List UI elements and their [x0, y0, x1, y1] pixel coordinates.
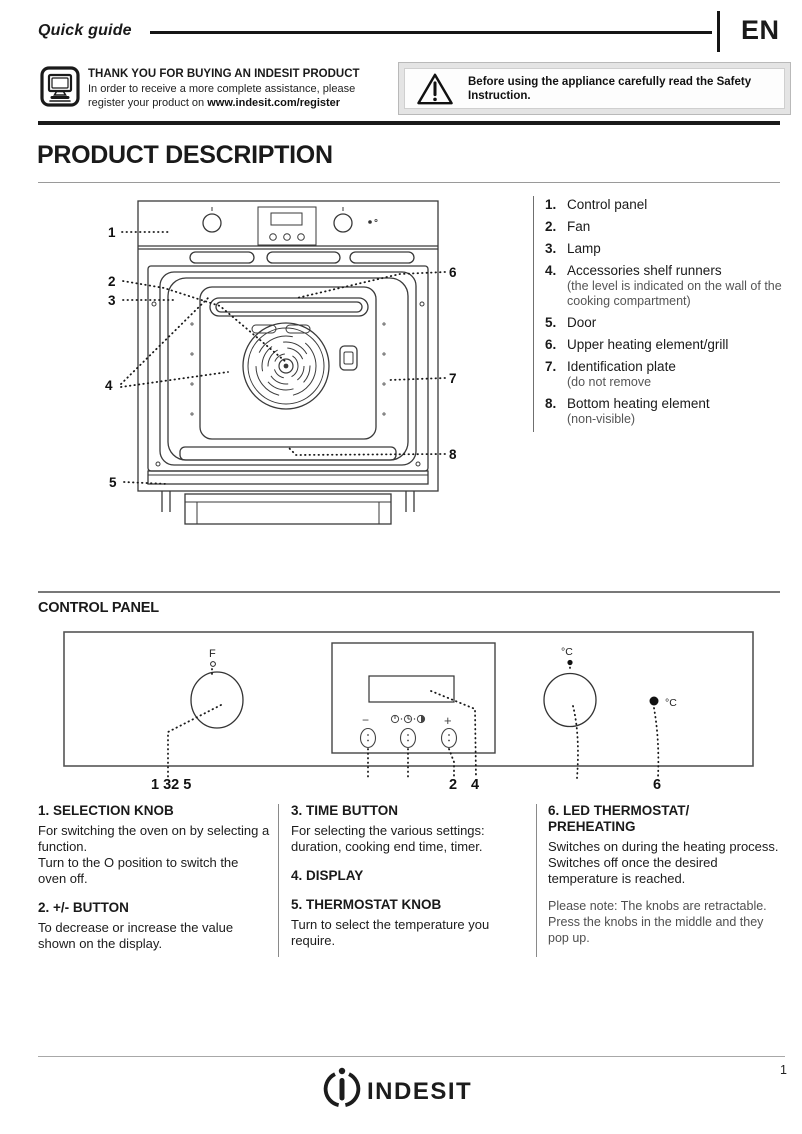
section-rule — [38, 121, 780, 125]
part-number: 5. — [545, 315, 557, 330]
part-item: 6. Upper heating element/grill — [545, 336, 785, 353]
computer-monitor-icon — [40, 66, 80, 107]
selection-knob-heading: 1. SELECTION KNOB — [38, 803, 174, 818]
part-item: 3. Lamp — [545, 240, 785, 257]
plusminus-heading: 2. +/- BUTTON — [38, 900, 129, 915]
warning-line2: Instruction. — [468, 89, 531, 102]
part-number: 3. — [545, 241, 557, 256]
part-number: 6. — [545, 337, 557, 352]
part-label: Accessories shelf runners(the level is i… — [567, 262, 785, 309]
oven-callout-8: 8 — [449, 447, 457, 462]
safety-warning-box: Before using the appliance carefully rea… — [398, 62, 791, 115]
column-time-button: 3. TIME BUTTON For selecting the various… — [291, 803, 527, 949]
control-panel-rule — [38, 591, 780, 593]
part-item: 4. Accessories shelf runners(the level is… — [545, 262, 785, 309]
column-selection-knob: 1. SELECTION KNOB For switching the oven… — [38, 803, 270, 952]
selection-knob-f-label: F — [209, 648, 216, 660]
column-divider-2 — [536, 804, 538, 957]
part-label: Fan — [567, 219, 591, 234]
page-number: 1 — [780, 1063, 787, 1077]
panel-callout-2: 2 — [449, 777, 457, 793]
register-line1: In order to receive a more complete assi… — [88, 83, 356, 95]
language-code: EN — [741, 15, 780, 45]
clock-icons — [390, 714, 426, 724]
warning-triangle-icon — [417, 73, 453, 104]
thermostat-knob-para: Turn to select the temperature you requi… — [291, 917, 490, 948]
part-number: 7. — [545, 359, 557, 374]
thermostat-degrees-label: °C — [561, 646, 573, 658]
knobs-note: Please note: The knobs are retractable. … — [548, 899, 767, 945]
control-panel-diagram: F − + °C °C — [63, 631, 754, 793]
part-number: 4. — [545, 263, 557, 278]
thermostat-knob-heading: 5. THERMOSTAT KNOB — [291, 897, 442, 912]
oven-callout-4: 4 — [105, 378, 113, 393]
led-heading-line1: 6. LED THERMOSTAT/ — [548, 803, 690, 818]
part-number: 2. — [545, 219, 557, 234]
register-line2-prefix: register your product on — [88, 96, 208, 109]
part-label: Upper heating element/grill — [567, 337, 729, 352]
doc-type-title: Quick guide — [38, 22, 132, 39]
part-note: (the level is indicated on the wall of t… — [567, 279, 782, 308]
register-text-block: THANK YOU FOR BUYING AN INDESIT PRODUCT … — [88, 68, 398, 110]
led-para: Switches on during the heating process. … — [548, 839, 779, 886]
oven-callout-5: 5 — [109, 475, 117, 490]
part-number: 8. — [545, 396, 557, 411]
part-label: Door — [567, 315, 597, 330]
display-heading: 4. DISPLAY — [291, 868, 364, 883]
part-item: 8. Bottom heating element(non-visible) — [545, 395, 785, 427]
part-label: Identification plate(do not remove — [567, 359, 676, 389]
part-number: 1. — [545, 197, 557, 212]
column-led-thermostat: 6. LED THERMOSTAT/ PREHEATING Switches o… — [548, 803, 782, 946]
time-button-heading: 3. TIME BUTTON — [291, 803, 399, 818]
part-label: Control panel — [567, 197, 648, 212]
product-description-rule — [38, 182, 780, 184]
led-degrees-label: °C — [665, 697, 677, 709]
part-label: Lamp — [567, 241, 601, 256]
column-divider-1 — [278, 804, 280, 957]
panel-callout-1325: 1 32 5 — [151, 777, 191, 793]
selection-knob-para1: For switching the oven on by selecting a… — [38, 823, 270, 854]
panel-callout-4: 4 — [471, 777, 479, 793]
oven-callout-2: 2 — [108, 274, 116, 289]
led-indicator-dot — [649, 696, 659, 706]
control-panel-title: CONTROL PANEL — [38, 600, 159, 616]
indesit-logo: INDESIT — [323, 1067, 472, 1107]
plus-button-label: + — [444, 713, 452, 728]
selection-knob-para2: Turn to the O position to switch the ove… — [38, 855, 239, 886]
oven-callout-3: 3 — [108, 293, 116, 308]
led-heading-line2: PREHEATING — [548, 819, 636, 834]
part-item: 5. Door — [545, 314, 785, 331]
register-url: www.indesit.com/register — [207, 96, 341, 109]
register-line2: register your product on www.indesit.com… — [88, 97, 398, 111]
footer-rule — [38, 1056, 785, 1058]
indesit-wordmark: INDESIT — [367, 1078, 472, 1105]
part-item: 2. Fan — [545, 218, 785, 235]
oven-callout-1: 1 — [108, 225, 116, 240]
product-description-title: PRODUCT DESCRIPTION — [37, 141, 333, 169]
part-note: (do not remove — [567, 375, 652, 389]
part-item: 7. Identification plate(do not remove — [545, 358, 785, 390]
header-rule — [150, 31, 712, 34]
header-divider — [717, 11, 720, 52]
warning-line1: Before using the appliance carefully rea… — [468, 75, 752, 88]
oven-diagram: 1 2 3 4 5 6 7 8 — [105, 200, 457, 525]
oven-callout-7: 7 — [449, 371, 457, 386]
plusminus-para: To decrease or increase the value shown … — [38, 920, 234, 951]
parts-list: 1. Control panel 2. Fan 3. Lamp 4. Accessories … — [533, 196, 785, 432]
part-label: Bottom heating element(non-visible) — [567, 396, 710, 426]
panel-callout-6: 6 — [653, 777, 661, 793]
minus-button-label: − — [362, 713, 369, 727]
register-title: THANK YOU FOR BUYING AN INDESIT PRODUCT — [88, 68, 360, 80]
time-button-para: For selecting the various settings: dura… — [291, 823, 485, 854]
part-note: (non-visible) — [567, 412, 636, 426]
part-item: 1. Control panel — [545, 196, 785, 213]
warning-text: Before using the appliance carefully rea… — [468, 75, 751, 103]
oven-callout-6: 6 — [449, 265, 457, 280]
